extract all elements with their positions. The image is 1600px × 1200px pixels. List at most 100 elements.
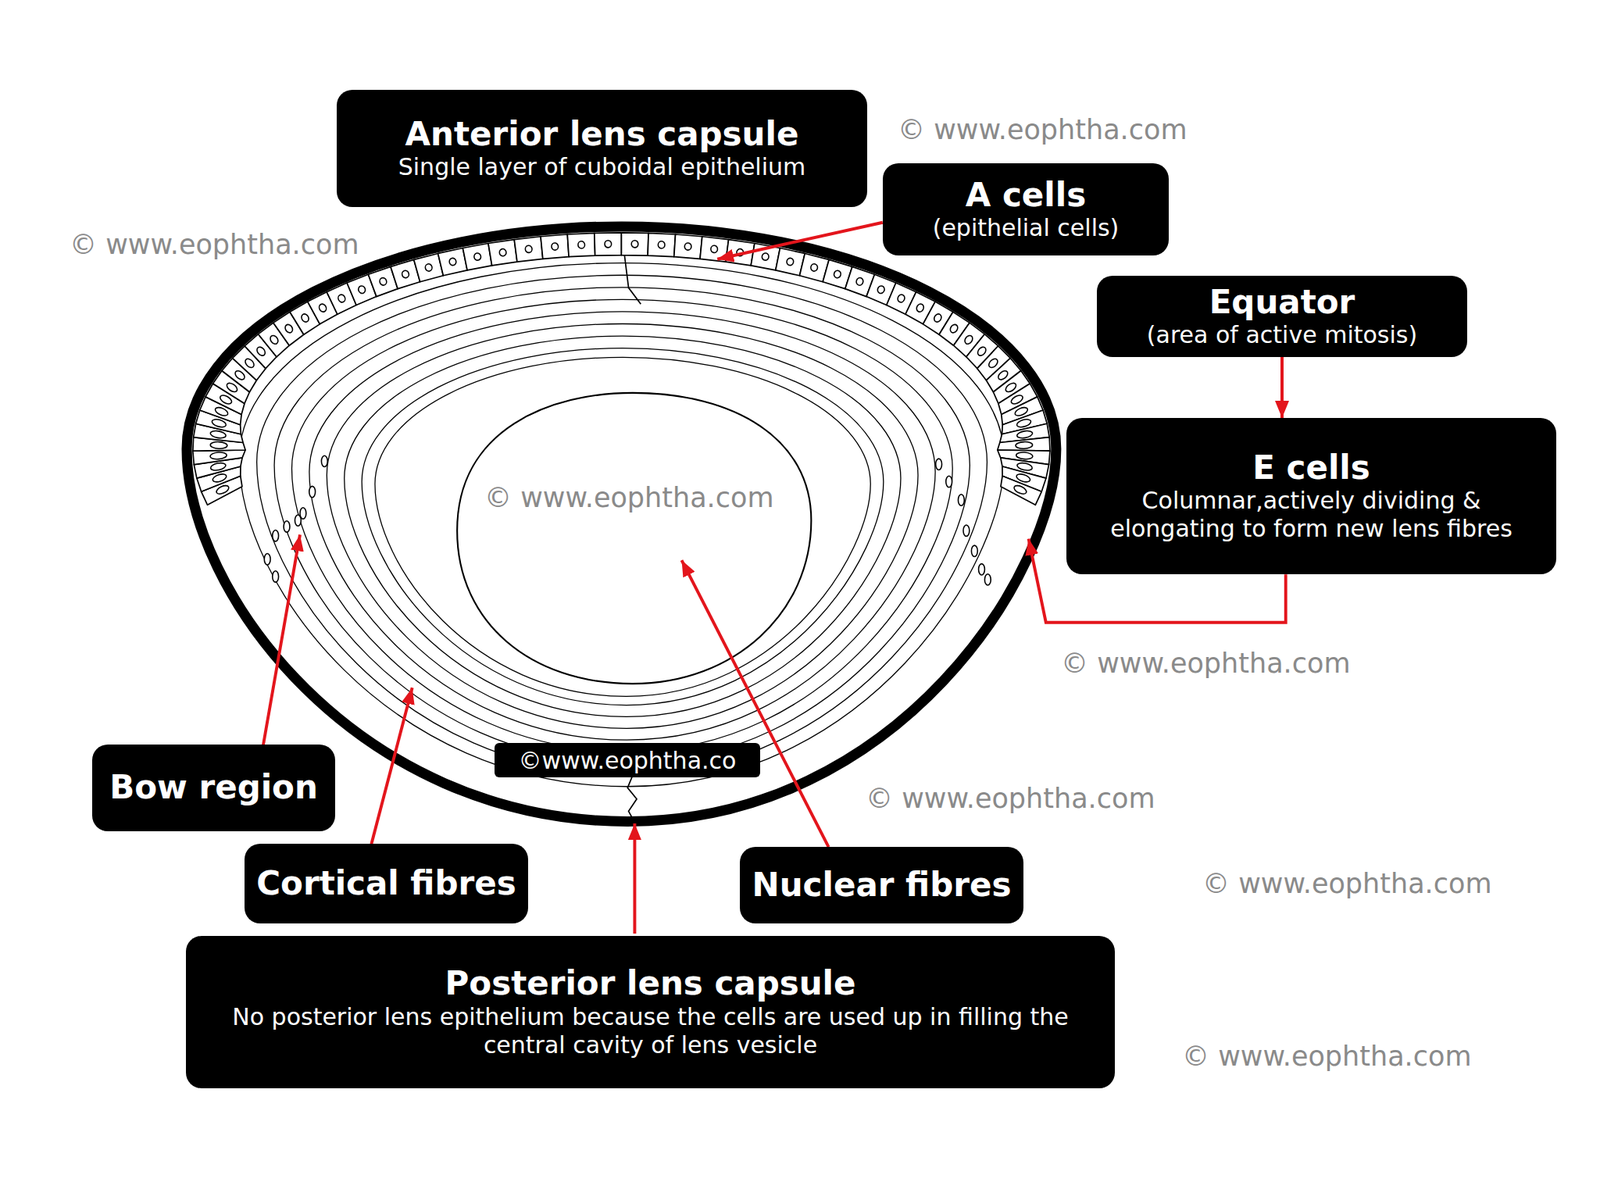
- cell-nucleus: [932, 312, 943, 324]
- fibre-nucleus: [300, 507, 307, 519]
- bow-nuclei: [264, 455, 991, 586]
- fibre-nucleus: [264, 553, 271, 565]
- cell-nucleus: [473, 252, 482, 261]
- lens-fibre: [361, 348, 884, 706]
- fibre-nucleus: [272, 530, 279, 542]
- watermark: © www.eophtha.com: [865, 782, 1156, 815]
- box-title: Equator: [1209, 283, 1356, 322]
- callout-box: Nuclear fibres: [739, 846, 1024, 924]
- cell-nucleus: [283, 323, 294, 335]
- cell-nucleus: [525, 245, 533, 254]
- cell-nucleus: [963, 334, 975, 347]
- cell-wall: [488, 239, 518, 266]
- callout-box: E cellsColumnar,actively dividing & elon…: [1066, 417, 1557, 575]
- lens-fibre: [257, 275, 988, 775]
- fibre-nucleus: [984, 574, 991, 586]
- callout-box: A cells(epithelial cells): [882, 163, 1169, 256]
- leader-line: [681, 560, 829, 847]
- leader-line: [371, 687, 412, 844]
- lens-fibre: [326, 324, 918, 729]
- box-title: Cortical fibres: [256, 864, 517, 903]
- fibre-nucleus: [283, 521, 290, 533]
- epithelial-cell: [514, 236, 543, 262]
- fibre-nucleus: [272, 571, 279, 583]
- cell-nucleus: [210, 429, 227, 440]
- cell-nucleus: [233, 369, 247, 383]
- lens-fibres: [239, 263, 1004, 787]
- cell-wall: [438, 247, 468, 275]
- fibre-nucleus: [957, 494, 965, 506]
- cell-nucleus: [424, 263, 433, 272]
- cell-nucleus: [975, 345, 988, 358]
- cell-nucleus: [300, 312, 311, 324]
- watermark: © www.eophtha.com: [1202, 867, 1493, 900]
- lens-fibre: [291, 299, 953, 752]
- epithelial-cell: [540, 234, 569, 259]
- fibre-nucleus: [946, 475, 953, 487]
- callout-box: Bow region: [92, 744, 336, 832]
- box-title: A cells: [965, 176, 1086, 215]
- cell-nucleus: [225, 381, 239, 394]
- cell-nucleus: [915, 303, 925, 314]
- fibre-nucleus: [935, 458, 943, 470]
- callout-box: Anterior lens capsuleSingle layer of cub…: [336, 89, 868, 208]
- cell-nucleus: [896, 293, 907, 304]
- cell-nucleus: [604, 240, 612, 248]
- cell-nucleus: [210, 451, 228, 460]
- leader-line: [717, 222, 883, 260]
- cell-nucleus: [210, 461, 227, 472]
- cell-wall: [540, 234, 569, 259]
- fibre-nucleus: [321, 455, 328, 467]
- cell-wall: [514, 236, 543, 262]
- arrow-connector: [1280, 357, 1284, 418]
- cell-wall: [647, 232, 675, 257]
- callout-box: Equator(area of active mitosis): [1096, 275, 1468, 358]
- box-body: (area of active mitosis): [1146, 321, 1418, 350]
- box-body: Columnar,actively dividing & elongating …: [1077, 486, 1546, 543]
- lens-nucleus: [457, 392, 811, 684]
- cell-nucleus: [255, 345, 268, 358]
- lens-fibre: [309, 311, 936, 740]
- cell-nucleus: [551, 242, 559, 251]
- cell-nucleus: [1015, 417, 1032, 429]
- cell-nucleus: [810, 263, 819, 272]
- cell-nucleus: [832, 269, 842, 279]
- lens-fibre: [239, 263, 1004, 787]
- cell-nucleus: [378, 276, 388, 286]
- cell-nucleus: [336, 293, 347, 304]
- cell-nucleus: [243, 357, 256, 369]
- lens-fibre: [344, 335, 901, 717]
- watermark: © www.eophtha.com: [897, 114, 1188, 146]
- watermark: © www.eophtha.com: [69, 228, 360, 261]
- box-body: No posterior lens epithelium because the…: [196, 1003, 1104, 1060]
- watermark: © www.eophtha.com: [1060, 647, 1351, 679]
- cell-nucleus: [210, 441, 228, 450]
- box-title: Posterior lens capsule: [445, 964, 857, 1003]
- lens-fibre: [274, 287, 970, 764]
- epithelial-cell: [674, 234, 703, 259]
- cell-wall: [997, 437, 1050, 451]
- cell-nucleus: [1003, 381, 1018, 394]
- epithelial-cell: [621, 232, 649, 256]
- box-body: Single layer of cuboidal epithelium: [398, 153, 807, 182]
- leader-line: [632, 823, 636, 934]
- cell-nucleus: [268, 334, 280, 347]
- anterior-suture: [624, 255, 641, 305]
- cell-nucleus: [855, 276, 865, 286]
- epithelial-cell: [567, 232, 595, 257]
- callout-box: Cortical fibres: [244, 843, 529, 924]
- cell-nucleus: [987, 357, 1000, 369]
- epithelial-cell: [594, 232, 622, 256]
- leader-line: [263, 534, 300, 745]
- epithelial-cell: [438, 247, 468, 275]
- cell-nucleus: [1016, 429, 1033, 440]
- cell-nucleus: [631, 240, 639, 248]
- cell-nucleus: [211, 472, 228, 484]
- epithelial-cell: [192, 450, 246, 465]
- cell-wall: [674, 234, 703, 259]
- cell-wall: [594, 232, 622, 256]
- fibre-nucleus: [978, 564, 986, 575]
- cell-wall: [1000, 475, 1042, 505]
- cell-wall: [621, 232, 649, 256]
